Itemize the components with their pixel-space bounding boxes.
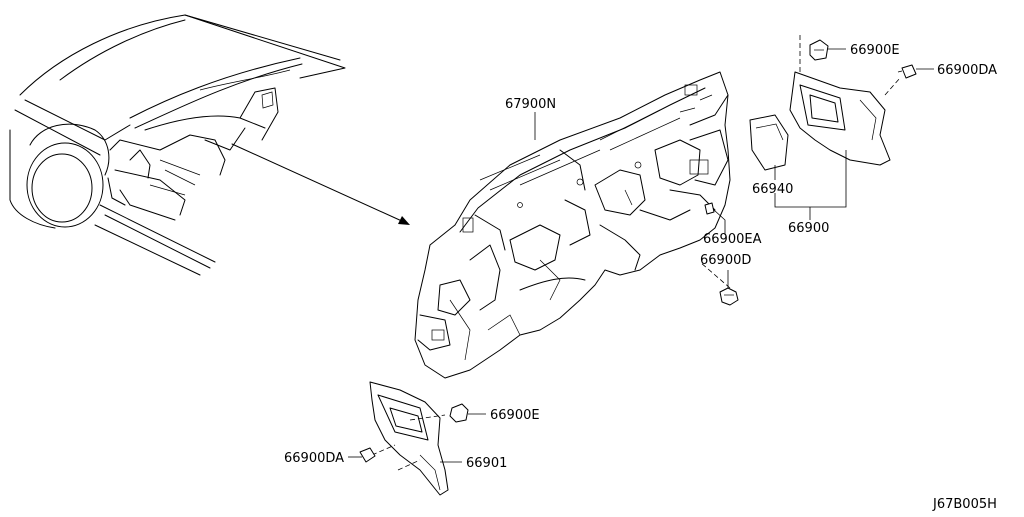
clip-66900E-bottom — [449, 403, 469, 423]
finisher-66901 — [369, 381, 449, 496]
callout-labels: 67900N 66900E 66900DA 66940 66900 66900E… — [284, 43, 997, 512]
diagram-id: J67B005H — [932, 497, 997, 512]
callout-66900e-top: 66900E — [850, 43, 900, 58]
callout-66900ea: 66900EA — [703, 232, 762, 247]
callout-66900: 66900 — [788, 221, 829, 236]
vehicle-outline — [9, 14, 346, 276]
callout-66900d: 66900D — [700, 253, 751, 268]
direction-arrow — [231, 143, 410, 225]
callout-66940: 66940 — [752, 182, 793, 197]
lid-66940 — [749, 114, 789, 171]
clip-66900D — [699, 261, 739, 306]
clip-66900DA-top — [897, 64, 917, 79]
finisher-66900 — [789, 35, 901, 166]
callout-66900da-top: 66900DA — [937, 63, 997, 78]
clip-66900E-top — [809, 39, 829, 61]
clip-66900DA-bottom — [359, 447, 376, 463]
callout-66900e-bottom: 66900E — [490, 408, 540, 423]
dash-insulator-67900N — [414, 71, 731, 379]
callout-66900da-bottom: 66900DA — [284, 451, 344, 466]
callout-66901: 66901 — [466, 456, 507, 471]
callout-67900n: 67900N — [505, 97, 556, 112]
clip-66900EA — [704, 202, 715, 215]
leader-lines — [348, 48, 934, 463]
